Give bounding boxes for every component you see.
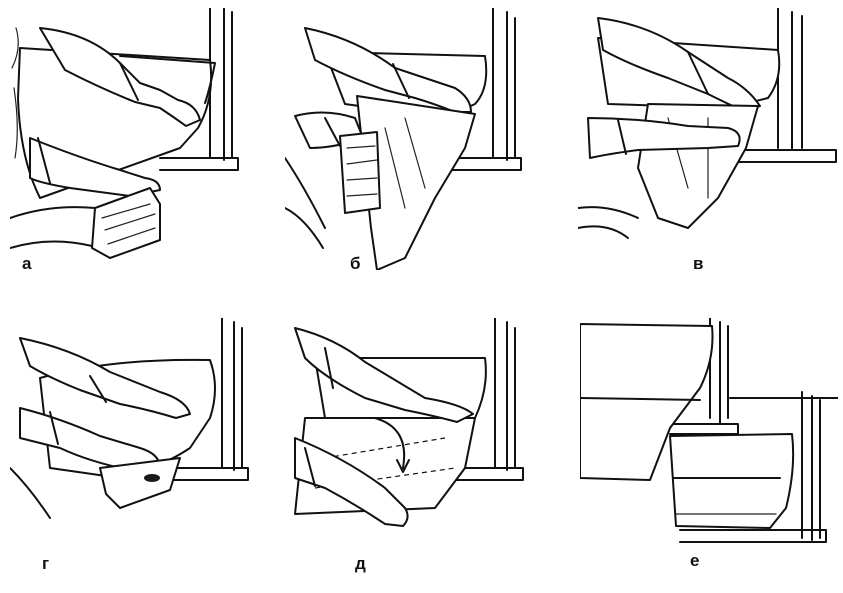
panel-label-g: г [42,554,50,573]
panel-label-v: в [693,254,704,273]
panel-d [285,318,525,534]
panel-a [10,8,240,270]
panel-e [580,318,838,548]
panel-a-drawing [10,8,239,259]
panel-label-e: е [690,551,700,570]
panel-label-b: б [350,254,361,273]
panel-b-drawing [285,8,522,270]
panel-e-drawing [580,318,838,543]
panel-v [578,8,840,270]
panel-g [10,318,250,526]
panel-v-drawing [578,8,837,239]
panel-d-drawing [294,318,524,527]
panel-label-a: а [22,254,32,273]
panel-b [285,8,525,270]
panel-g-drawing [10,318,249,519]
panel-label-d: д [355,554,366,573]
